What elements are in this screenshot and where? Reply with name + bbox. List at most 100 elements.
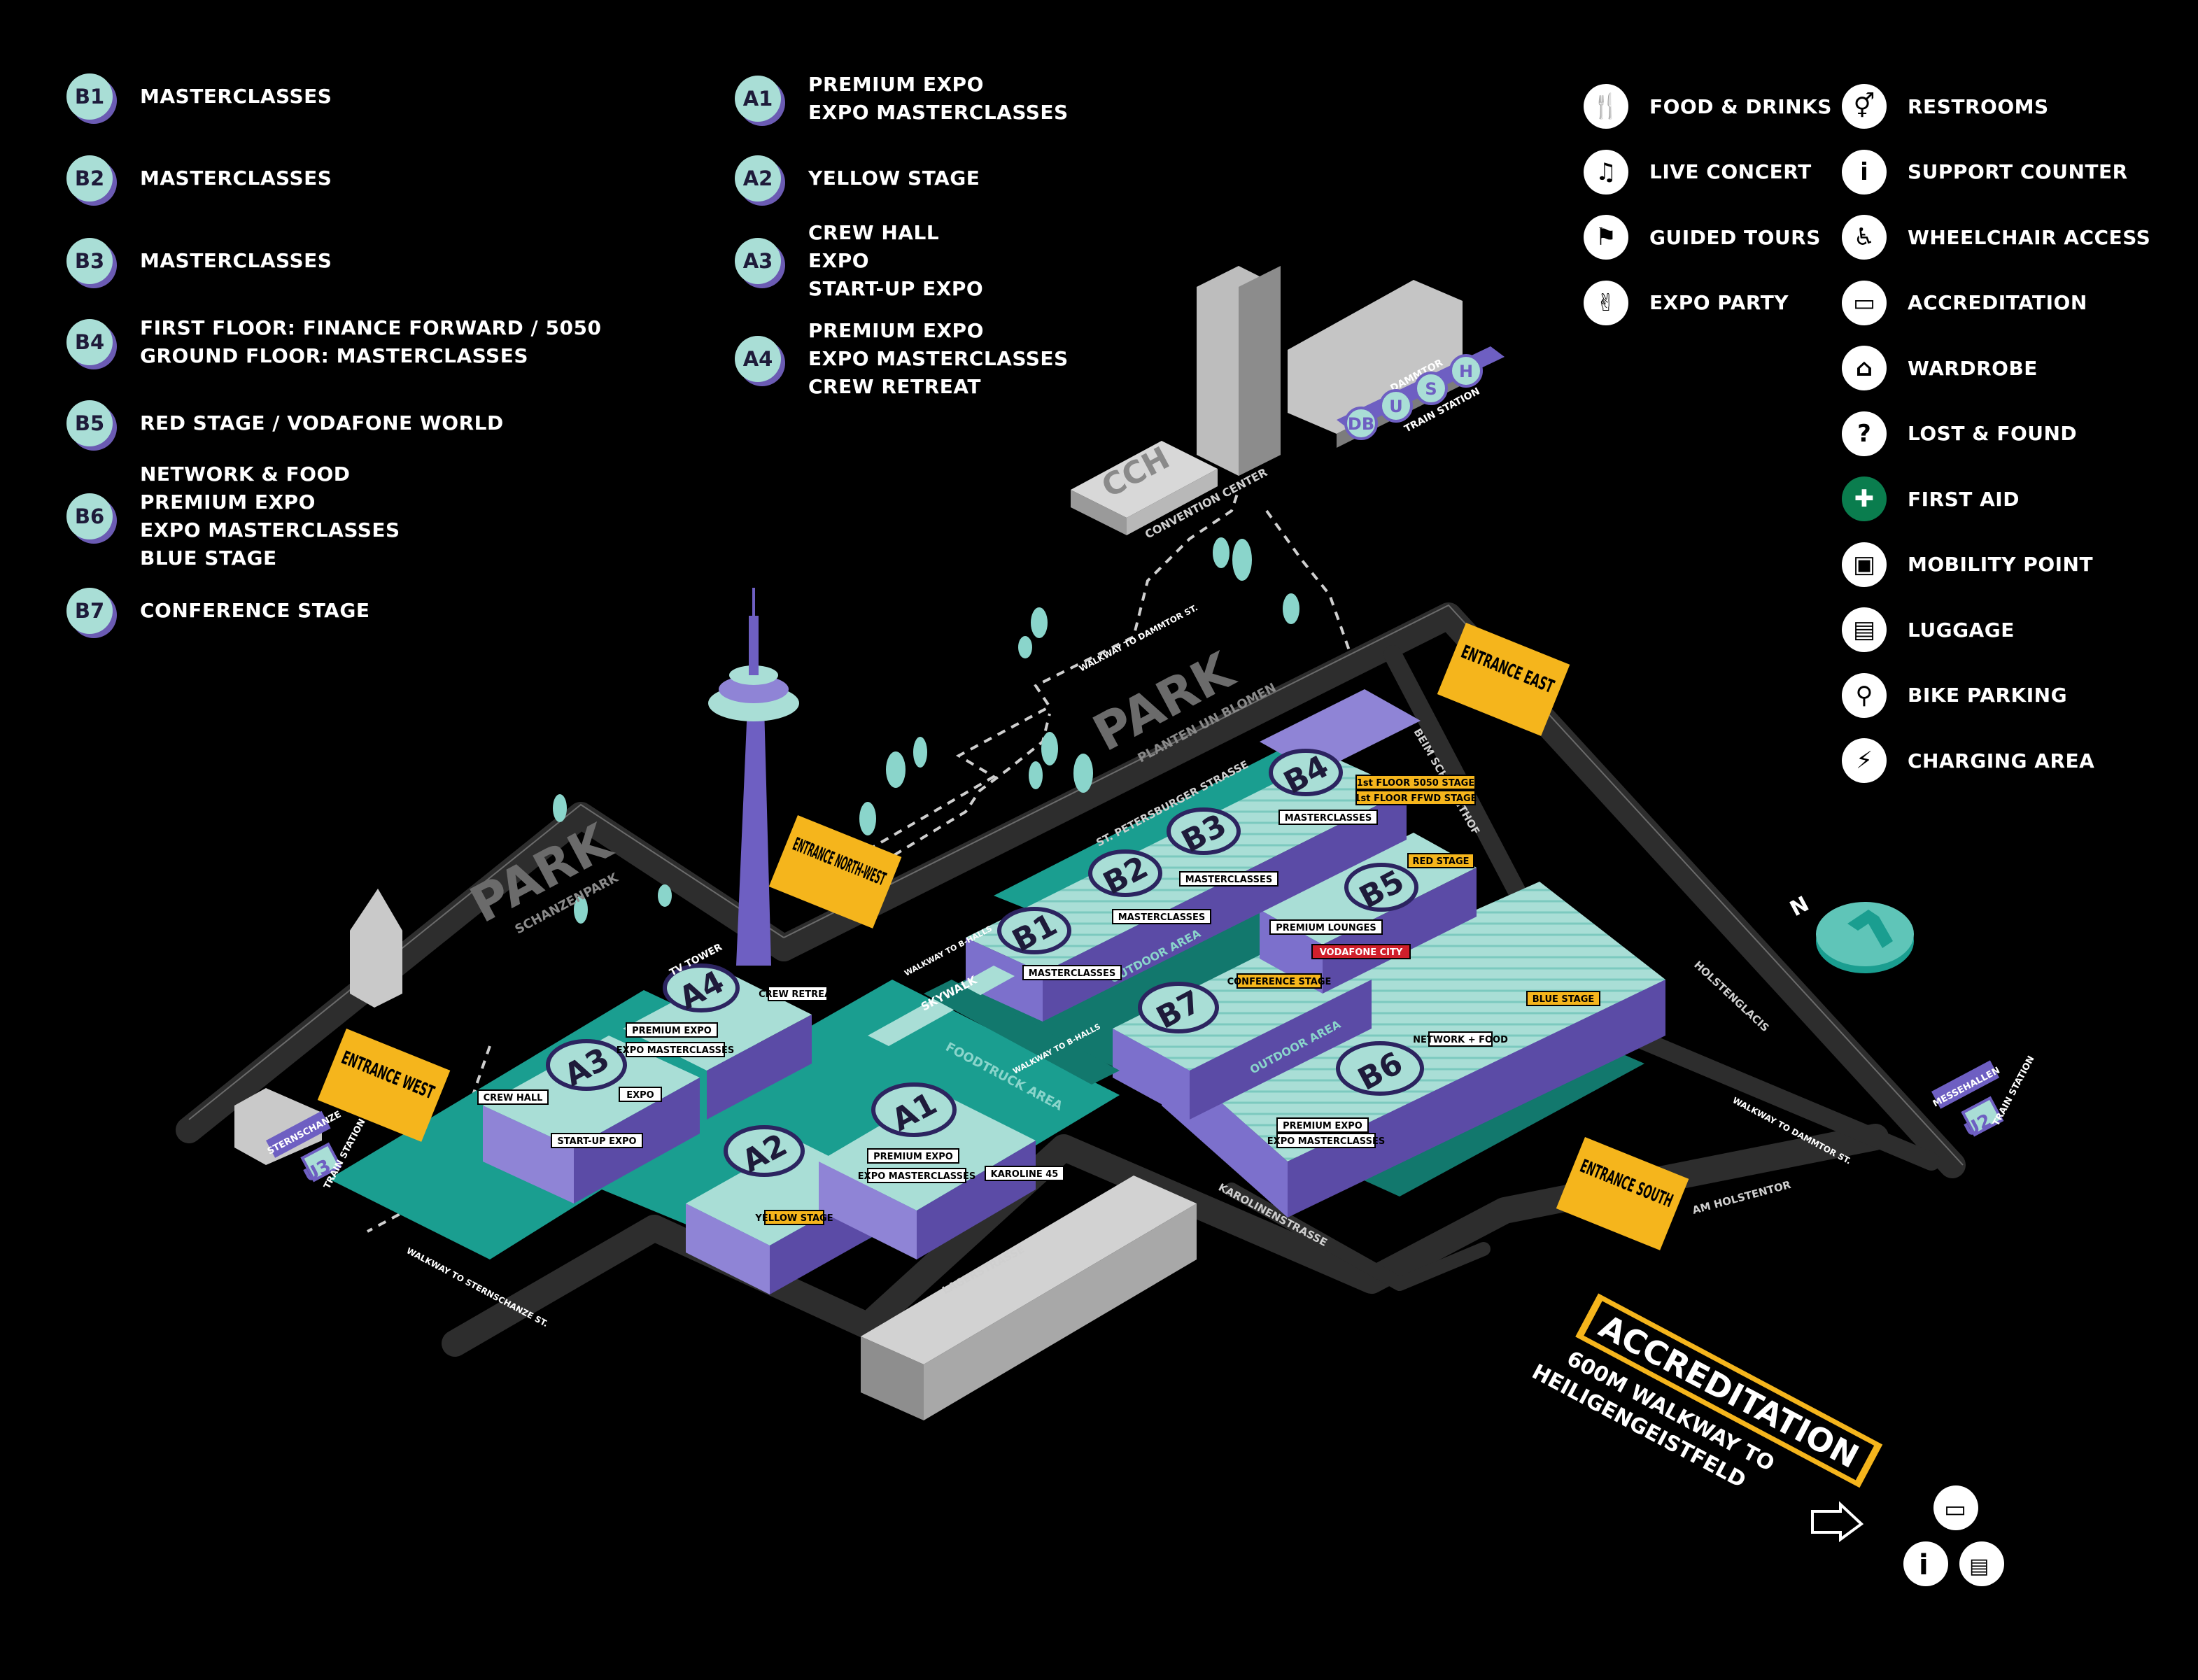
bike-icon: ⚲ xyxy=(1842,672,1887,718)
dammtor-tag-bg xyxy=(1414,372,1448,405)
hall-description-line: GROUND FLOOR: MASTERCLASSES xyxy=(140,344,529,367)
dammtor-tag-bg xyxy=(1379,389,1413,423)
tag-bg-a4-premium xyxy=(626,1022,718,1038)
service-label: ACCREDITATION xyxy=(1908,291,2087,314)
service-legend-row: ✚FIRST AID xyxy=(1842,477,2020,521)
tag-bg-crew-hall xyxy=(477,1089,549,1105)
hall-description-line: START-UP EXPO xyxy=(808,277,984,300)
tag-bg-vodafone xyxy=(1311,944,1411,959)
tag-b3-mc: MASTERCLASSES xyxy=(1185,875,1272,885)
tag-b6-premium: PREMIUM EXPO xyxy=(1283,1121,1362,1131)
hall-description: CONFERENCE STAGE xyxy=(140,597,369,625)
service-legend-row: 🍴FOOD & DRINKS xyxy=(1584,84,1832,129)
accreditation-luggage-icon xyxy=(1959,1541,2004,1586)
tag-bg-crew-retreat xyxy=(768,986,828,1001)
hall-description-line: PREMIUM EXPO xyxy=(808,319,984,342)
charging-icon: ⚡ xyxy=(1842,738,1887,783)
tag-conference: CONFERENCE STAGE xyxy=(1227,977,1332,987)
hall-badge: A2 xyxy=(735,155,781,202)
tag-a1-premium: PREMIUM EXPO xyxy=(873,1152,953,1162)
tag-bg-karoline xyxy=(985,1166,1064,1181)
service-legend-row: ▣MOBILITY POINT xyxy=(1842,542,2093,587)
hall-description-line: FIRST FLOOR: FINANCE FORWARD / 5050 xyxy=(140,316,602,339)
tag-bg-red-stage xyxy=(1407,853,1474,868)
service-label: LUGGAGE xyxy=(1908,618,2015,642)
tag-bg-a1-expo xyxy=(867,1168,966,1183)
tag-bg-premium-lounges xyxy=(1269,919,1383,935)
tag-blue-stage: BLUE STAGE xyxy=(1533,994,1595,1005)
hall-description-line: MASTERCLASSES xyxy=(140,85,332,108)
service-legend-row: ⚑GUIDED TOURS xyxy=(1584,215,1821,260)
entrance-sign-bg xyxy=(768,815,902,929)
tag-bg-b4-floor2 xyxy=(1355,790,1476,805)
messehallen-sub: TRAIN STATION xyxy=(1991,1054,2036,1128)
hall-description-line: PREMIUM EXPO xyxy=(140,490,316,514)
tag-bg-yellow-stage xyxy=(764,1210,824,1225)
tag-crew-hall: CREW HALL xyxy=(484,1093,543,1103)
trees xyxy=(553,537,1299,924)
skywalk xyxy=(868,966,1120,1085)
service-legend-row: ▭ ACCREDITATION xyxy=(1842,280,2087,325)
hall-description-line: EXPO MASTERCLASSES xyxy=(140,518,400,542)
entrance-sign-bg xyxy=(1437,623,1570,736)
dammtor-tag-bg xyxy=(1344,407,1378,440)
hall-description-line: BLUE STAGE xyxy=(140,546,277,570)
tag-network: NETWORK + FOOD xyxy=(1413,1035,1508,1045)
guitar-icon: ♫ xyxy=(1584,149,1628,195)
service-label: FOOD & DRINKS xyxy=(1649,94,1832,118)
accreditation-ticket-glyph: ▭ xyxy=(1944,1495,1966,1523)
tag-bg-b4-mc xyxy=(1278,810,1378,825)
tag-yellow-stage: YELLOW STAGE xyxy=(754,1213,833,1224)
service-label: FIRST AID xyxy=(1908,487,2020,511)
hall-description: MASTERCLASSES xyxy=(140,164,332,192)
left-buildings xyxy=(234,889,402,1165)
tag-bg-expo xyxy=(619,1087,662,1102)
accreditation-info-icon xyxy=(1903,1541,1948,1586)
accreditation-ticket-icon xyxy=(1933,1485,1978,1530)
hall-badge: B4 xyxy=(66,319,113,365)
hall-description: YELLOW STAGE xyxy=(808,164,980,192)
service-label: LIVE CONCERT xyxy=(1649,160,1812,183)
tv-tower xyxy=(708,588,799,966)
roads xyxy=(176,602,1966,1357)
service-label: WHEELCHAIR ACCESS xyxy=(1908,225,2151,249)
dammtor-tag-h: H xyxy=(1459,362,1473,381)
hall-badge: B2 xyxy=(66,155,113,202)
service-label: BIKE PARKING xyxy=(1908,684,2068,707)
luggage-icon: ▤ xyxy=(1842,607,1887,652)
tag-bg-a4-expo xyxy=(626,1042,725,1057)
service-legend-row: ♫ LIVE CONCERT xyxy=(1584,149,1812,195)
dammtor-tag-db: DB xyxy=(1348,414,1374,434)
dammtor-tag-u: U xyxy=(1389,397,1403,416)
tag-bg-b6-premium xyxy=(1276,1117,1369,1133)
ticket-icon: ▭ xyxy=(1842,280,1887,325)
hall-description: MASTERCLASSES xyxy=(140,83,332,111)
rock-hand-icon: ✌ xyxy=(1584,280,1628,325)
walkway-dashes xyxy=(367,489,1352,1233)
service-legend-row: ✌EXPO PARTY xyxy=(1584,280,1789,325)
tag-expo: EXPO xyxy=(626,1090,654,1101)
tag-a4-expo: EXPO MASTERCLASSES xyxy=(617,1045,734,1056)
info-icon: i xyxy=(1842,149,1887,195)
grey-block xyxy=(861,1176,1197,1420)
tag-b4-floor1: 1st FLOOR 5050 STAGE xyxy=(1357,778,1474,789)
tag-bg-blue-stage xyxy=(1526,991,1600,1006)
service-legend-row: ⚲ BIKE PARKING xyxy=(1842,672,2068,718)
tag-red-stage: RED STAGE xyxy=(1412,856,1469,867)
tag-bg-b6-expo xyxy=(1276,1133,1376,1148)
hall-description-line: CREW HALL xyxy=(808,221,940,244)
tag-b1-mc: MASTERCLASSES xyxy=(1029,968,1115,979)
hall-legend-row: A2 YELLOW STAGE xyxy=(735,155,980,202)
hall-badge: B6 xyxy=(66,493,113,539)
tag-startup: START-UP EXPO xyxy=(557,1136,636,1147)
hall-description-line: EXPO MASTERCLASSES xyxy=(808,347,1069,370)
